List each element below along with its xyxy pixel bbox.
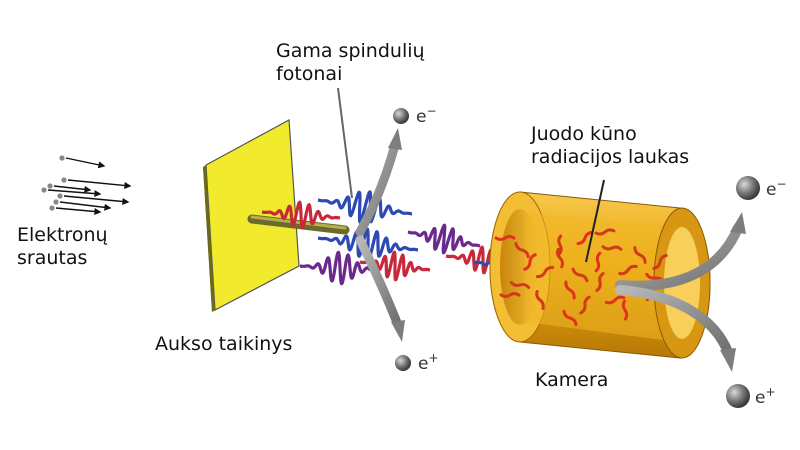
electron-arrow xyxy=(55,207,102,215)
radiation-squiggle xyxy=(576,230,594,246)
radiation-squiggle xyxy=(509,281,531,289)
radiation-squiggle xyxy=(604,295,626,305)
particle-trajectories xyxy=(355,128,746,372)
radiation-squiggle xyxy=(571,267,589,283)
radiation-squiggle xyxy=(594,228,616,236)
radiation-squiggle xyxy=(633,246,647,264)
radiation-squiggle xyxy=(499,292,521,298)
electron-dot xyxy=(61,177,67,183)
svg-text:e−: e− xyxy=(766,177,787,200)
electron-arrow xyxy=(53,185,92,193)
radiation-squiggle xyxy=(618,264,638,276)
gamma-wave xyxy=(317,190,413,224)
svg-text:e+: e+ xyxy=(755,385,776,408)
gamma-label-pointer xyxy=(337,87,353,199)
radiation-squiggle xyxy=(621,299,629,321)
radiation-squiggle xyxy=(579,295,591,315)
gamma-wave xyxy=(299,250,381,286)
radiation-squiggle xyxy=(562,309,578,327)
radiation-squiggle xyxy=(535,265,555,279)
electron-dot xyxy=(47,183,53,189)
radiation-squiggle xyxy=(594,251,602,273)
radiation-squiggle xyxy=(535,289,545,311)
electron-dot xyxy=(57,193,63,199)
radiation-squiggle xyxy=(556,247,564,269)
radiation-squiggle xyxy=(564,280,576,300)
electron-stream-arrows xyxy=(41,155,132,215)
radiation-squiggle xyxy=(557,234,563,256)
radiation-squiggle xyxy=(494,235,516,241)
electron-arrow xyxy=(65,157,106,169)
particle-positron-bottom: e+ xyxy=(395,351,439,374)
svg-text:e−: e− xyxy=(416,104,437,127)
blackbody-label-pointer xyxy=(585,179,605,263)
electron-dot xyxy=(41,187,47,193)
radiation-squiggle xyxy=(514,241,530,259)
particle-positron-right: e+ xyxy=(726,384,776,408)
gamma-wave xyxy=(406,223,482,255)
particle-electron-top: e− xyxy=(393,104,437,127)
gamma-wave xyxy=(317,227,419,261)
svg-text:e+: e+ xyxy=(418,351,439,374)
electron-arrow xyxy=(67,179,132,189)
label-gold-target: Aukso taikinys xyxy=(155,333,293,355)
electron-arrow xyxy=(59,201,112,211)
electron-dot xyxy=(59,155,65,161)
label-blackbody-field: Juodo kūno radiacijos laukas xyxy=(531,123,690,168)
radiation-squiggle xyxy=(601,245,623,251)
electron-dot xyxy=(49,205,55,211)
radiation-squiggle xyxy=(595,272,605,292)
electron-arrow xyxy=(63,195,130,205)
electron-beam-rod xyxy=(247,214,350,235)
particle-electron-right: e− xyxy=(736,176,787,200)
gamma-wave xyxy=(261,200,341,230)
label-gamma-photons: Gama spindulių fotonai xyxy=(276,40,425,85)
radiation-squiggle xyxy=(652,254,668,270)
electron-arrow xyxy=(47,189,102,198)
electron-dot xyxy=(53,199,59,205)
radiation-squiggle xyxy=(523,253,537,271)
label-electron-stream: Elektronų srautas xyxy=(17,224,108,269)
label-chamber: Kamera xyxy=(535,369,609,391)
